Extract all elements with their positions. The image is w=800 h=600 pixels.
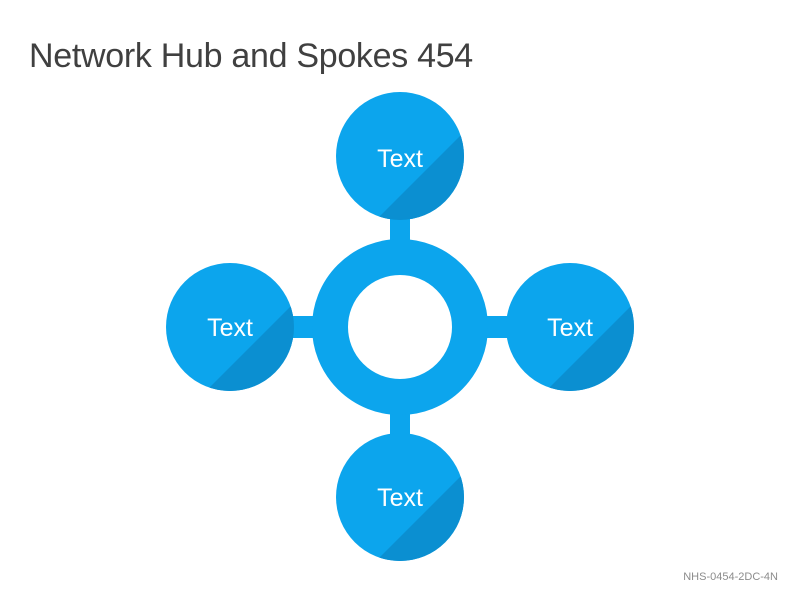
node-top-shade <box>336 100 464 220</box>
node-bottom-shade <box>336 441 464 561</box>
node-left: Text <box>166 263 294 391</box>
node-top: Text <box>336 92 464 220</box>
node-top-label: Text <box>377 145 423 173</box>
node-left-label: Text <box>207 314 253 342</box>
node-bottom-label: Text <box>377 484 423 512</box>
hub-ring <box>312 239 488 415</box>
node-bottom: Text <box>336 433 464 561</box>
connector-bottom <box>390 410 410 440</box>
node-right-shade <box>506 271 634 391</box>
node-right: Text <box>506 263 634 391</box>
slide-title: Network Hub and Spokes 454 <box>29 37 473 75</box>
footer-code: NHS-0454-2DC-4N <box>683 571 778 583</box>
node-right-label: Text <box>547 314 593 342</box>
node-left-shade <box>166 271 294 391</box>
